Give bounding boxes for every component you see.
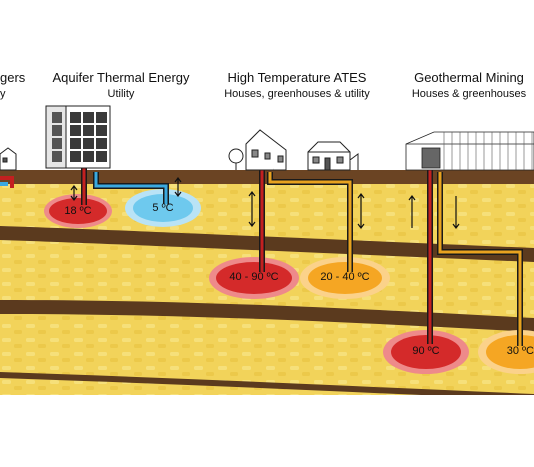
ates-window-panel bbox=[96, 138, 107, 149]
ates-window-panel bbox=[96, 151, 107, 162]
section-subtitle-3: Houses & greenhouses bbox=[411, 88, 527, 100]
reservoir-label-30: 30 ºC bbox=[506, 345, 534, 357]
tree-icon bbox=[228, 148, 244, 164]
ates-window-panel bbox=[83, 151, 94, 162]
ates-building bbox=[45, 105, 111, 169]
pipes bbox=[0, 160, 523, 346]
arrow-ht-1-icon bbox=[248, 191, 256, 227]
reservoir-90 bbox=[391, 335, 461, 369]
reservoir-label-5: 5 ºC bbox=[152, 202, 174, 214]
ates-window-panel bbox=[70, 112, 81, 123]
house-left-partial bbox=[0, 147, 17, 171]
arrow-ates-1-icon bbox=[70, 185, 78, 201]
reservoir-blobs bbox=[44, 189, 534, 374]
ates-side-panel bbox=[52, 125, 62, 136]
section-subtitle-2: Houses, greenhouses & utility bbox=[224, 88, 370, 100]
arrow-mining-down-icon bbox=[452, 196, 460, 229]
clay-layer-3 bbox=[0, 372, 534, 400]
bottom-edge bbox=[0, 395, 534, 462]
arrow-ht-2-icon bbox=[357, 193, 365, 229]
pipe-mining-warm-core bbox=[438, 172, 522, 346]
flow-arrows bbox=[70, 177, 460, 229]
reservoir-label-90: 90 ºC bbox=[412, 345, 440, 357]
ates-window-panel bbox=[96, 112, 107, 123]
ates-window-panel bbox=[70, 151, 81, 162]
reservoir-5 bbox=[133, 194, 193, 222]
reservoir-18 bbox=[49, 198, 107, 224]
pipe-ates-cold-core bbox=[94, 172, 168, 204]
reservoir-20-40 bbox=[308, 262, 382, 294]
pipe-ht-warm-core bbox=[268, 172, 352, 272]
ates-window-panel bbox=[83, 125, 94, 136]
clay-layer-2 bbox=[0, 300, 534, 332]
clay-layer-1 bbox=[0, 226, 534, 262]
ates-window-panel bbox=[96, 125, 107, 136]
greenhouse-door bbox=[421, 147, 441, 169]
reservoir-label-18: 18 ºC bbox=[64, 205, 92, 217]
ates-side-panel bbox=[52, 138, 62, 149]
ht-houses bbox=[228, 129, 359, 171]
ates-window-panel bbox=[83, 112, 94, 123]
ates-window-panel bbox=[83, 138, 94, 149]
ates-window-panel bbox=[70, 125, 81, 136]
ates-window-panel bbox=[70, 138, 81, 149]
greenhouse bbox=[405, 131, 534, 171]
section-title-2: High Temperature ATES bbox=[227, 70, 367, 85]
section-title-1: Aquifer Thermal Energy bbox=[52, 70, 190, 85]
arrow-ates-2-icon bbox=[174, 177, 182, 197]
reservoir-label-20-40: 20 - 40 ºC bbox=[320, 271, 370, 283]
ates-window-grid bbox=[52, 112, 107, 162]
reservoir-40-90 bbox=[216, 262, 292, 294]
section-title-3: Geothermal Mining bbox=[414, 70, 524, 85]
section-subtitle-1: Utility bbox=[107, 88, 135, 100]
section-subtitle-0: y bbox=[0, 88, 6, 100]
arrow-mining-up-icon bbox=[408, 195, 416, 228]
ates-side-panel bbox=[52, 151, 62, 162]
section-title-0: gers bbox=[0, 70, 26, 85]
ates-side-panel bbox=[52, 112, 62, 123]
reservoir-label-40-90: 40 - 90 ºC bbox=[229, 271, 279, 283]
pipe-left-hot bbox=[0, 176, 14, 188]
